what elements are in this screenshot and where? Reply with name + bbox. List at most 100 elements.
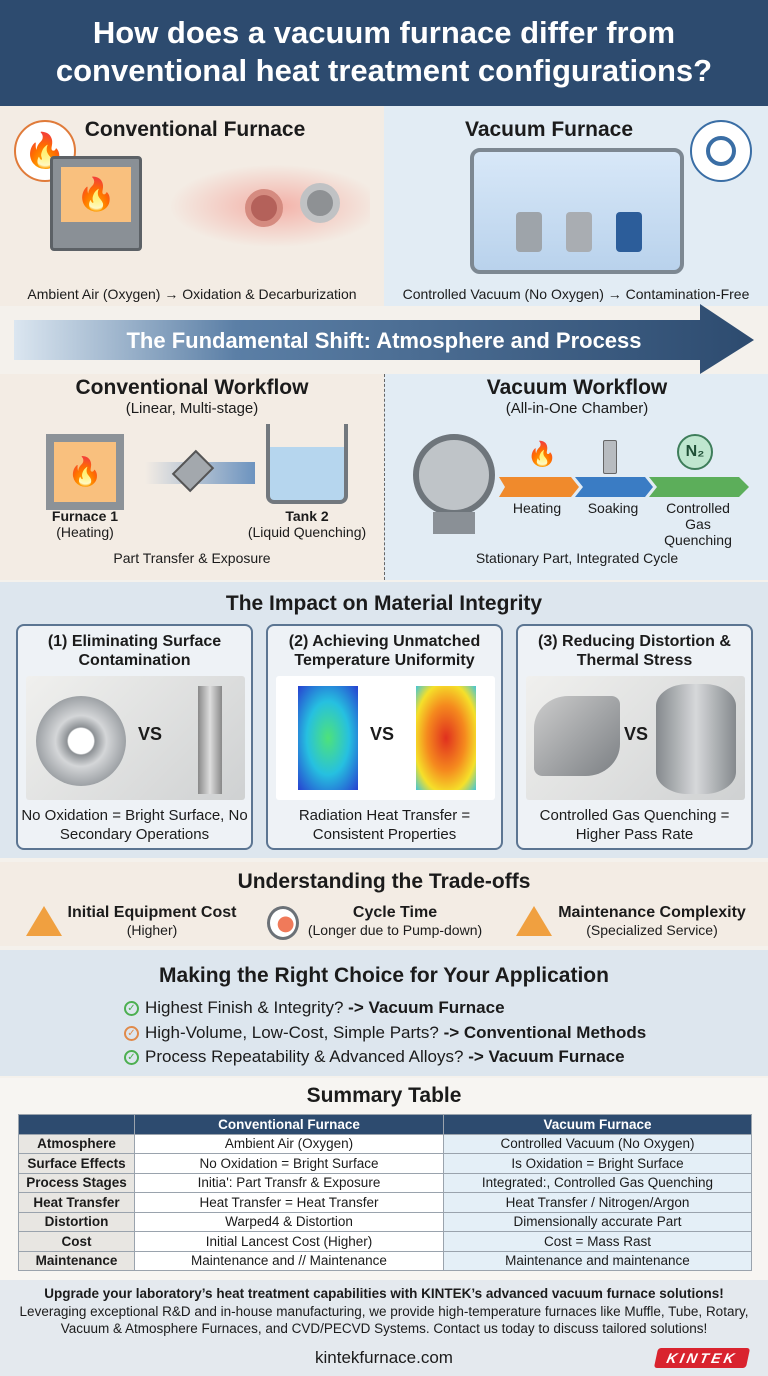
tank-sublabel: (Liquid Quenching) bbox=[247, 524, 367, 540]
tradeoff-label: Cycle Time bbox=[352, 904, 438, 921]
warped-part bbox=[534, 696, 620, 776]
vacuum-icon bbox=[690, 120, 752, 182]
stopwatch-icon bbox=[267, 906, 299, 940]
cell: Dimensionally accurate Part bbox=[443, 1211, 752, 1232]
oxidized-part bbox=[245, 189, 283, 227]
impact-section: The Impact on Material Integrity (1) Eli… bbox=[0, 582, 768, 858]
row-header: Distortion bbox=[18, 1211, 135, 1232]
step-soaking: Soaking bbox=[587, 500, 639, 516]
furnace-1-label: Furnace 1(Heating) bbox=[30, 508, 140, 540]
step-heating: Heating bbox=[512, 500, 562, 516]
vacuum-caption: Controlled Vacuum (No Oxygen) → Contamin… bbox=[402, 286, 750, 302]
row-header: Process Stages bbox=[18, 1172, 135, 1193]
choice-question: Process Repeatability & Advanced Alloys? bbox=[145, 1047, 464, 1066]
check-icon: ✓ bbox=[124, 1050, 139, 1066]
row-header: Atmosphere bbox=[18, 1133, 135, 1154]
vacuum-chamber-illustration bbox=[470, 148, 684, 274]
surface-comparison-photo: VS bbox=[26, 676, 245, 800]
tradeoff-sub: (Longer due to Pump-down) bbox=[307, 922, 483, 938]
cell: Is Oxidation = Bright Surface bbox=[443, 1153, 752, 1174]
row-header: Heat Transfer bbox=[18, 1192, 135, 1213]
card-title: (2) Achieving Unmatched Temperature Unif… bbox=[288, 633, 481, 669]
choice-item: ✓ Process Repeatability & Advanced Alloys… bbox=[124, 1045, 646, 1070]
cell: Ambient Air (Oxygen) bbox=[134, 1133, 444, 1154]
furnace-label: Furnace 1 bbox=[51, 508, 119, 524]
flame-icon: 🔥 bbox=[14, 120, 76, 182]
step-heating-shape bbox=[499, 477, 579, 497]
row-header: Maintenance bbox=[18, 1250, 135, 1271]
impact-title: The Impact on Material Integrity bbox=[225, 592, 543, 615]
cell: No Oxidation = Bright Surface bbox=[134, 1153, 444, 1174]
tank-label: Tank 2 bbox=[285, 508, 329, 524]
choice-answer: -> Vacuum Furnace bbox=[348, 998, 505, 1017]
vacuum-panel: Vacuum Furnace Controlled Vacuum (No Oxy… bbox=[384, 106, 768, 306]
warning-icon bbox=[26, 906, 62, 936]
part bbox=[566, 212, 592, 252]
conventional-workflow: Conventional Workflow (Linear, Multi-sta… bbox=[0, 374, 384, 580]
footer-body: Leveraging exceptional R&D and in-house … bbox=[19, 1304, 749, 1336]
tank-2-label: Tank 2(Liquid Quenching) bbox=[240, 508, 374, 540]
distortion-comparison-photo: VS bbox=[526, 676, 745, 800]
chamber-stand bbox=[433, 512, 475, 534]
shift-banner-text: The Fundamental Shift: Atmosphere and Pr… bbox=[126, 328, 642, 353]
nonuniform-thermal-map bbox=[416, 686, 476, 790]
choice-answer: -> Vacuum Furnace bbox=[468, 1047, 625, 1066]
card-caption: Radiation Heat Transfer = Consistent Pro… bbox=[298, 807, 471, 843]
vs-label: VS bbox=[138, 724, 163, 744]
cell: Integrated:, Controlled Gas Quenching bbox=[443, 1172, 752, 1193]
part-icon bbox=[603, 440, 617, 474]
arrow-shape bbox=[14, 304, 754, 374]
bright-part bbox=[36, 696, 126, 786]
choice-section: Making the Right Choice for Your Applica… bbox=[0, 950, 768, 1076]
choice-item: ✓Highest Finish & Integrity? -> Vacuum F… bbox=[124, 996, 646, 1021]
uniform-thermal-map bbox=[298, 686, 358, 790]
process-steps-arrow bbox=[499, 477, 749, 497]
conventional-title: Conventional Furnace bbox=[84, 118, 306, 141]
conventional-panel: 🔥 Conventional Furnace 🔥 Ambient Air (Ox… bbox=[0, 106, 384, 306]
step-soaking-shape bbox=[575, 477, 653, 497]
tradeoff-label: Initial Equipment Cost bbox=[67, 904, 237, 921]
cell: Controlled Vacuum (No Oxygen) bbox=[443, 1133, 752, 1154]
heat-waves-illustration bbox=[160, 161, 370, 251]
warning-icon bbox=[516, 906, 552, 936]
impact-card-uniformity: (2) Achieving Unmatched Temperature Unif… bbox=[266, 624, 503, 850]
tradeoff-sub: (Higher) bbox=[126, 922, 178, 938]
furnace-1-icon: 🔥 bbox=[46, 434, 124, 510]
accurate-part bbox=[656, 684, 736, 794]
cell: Maintenance and // Maintenance bbox=[134, 1250, 444, 1271]
furnace-sublabel: (Heating) bbox=[56, 524, 114, 540]
conventional-workflow-caption: Part Transfer & Exposure bbox=[113, 550, 271, 566]
choice-question: High-Volume, Low-Cost, Simple Parts? bbox=[145, 1022, 439, 1042]
card-title: (1) Eliminating Surface Contamination bbox=[47, 633, 222, 669]
conventional-caption: Ambient Air (Oxygen) → Oxidation & Decar… bbox=[27, 286, 357, 302]
vacuum-workflow-title: Vacuum Workflow bbox=[486, 376, 668, 399]
page-title: How does a vacuum furnace differ from co… bbox=[0, 0, 768, 106]
cell: Heat Transfer / Nitrogen/Argon bbox=[443, 1192, 752, 1213]
summary-title: Summary Table bbox=[306, 1084, 462, 1107]
check-icon: ✓ bbox=[124, 1025, 139, 1041]
cell: Maintenance and maintenance bbox=[443, 1250, 752, 1271]
flame-icon: 🔥 bbox=[527, 441, 557, 468]
row-header: Cost bbox=[18, 1231, 135, 1252]
website-link[interactable]: kintekfurnace.com bbox=[315, 1348, 453, 1367]
choice-item: ✓High-Volume, Low-Cost, Simple Parts? ->… bbox=[124, 1021, 646, 1046]
furnace-illustration: 🔥 bbox=[50, 156, 142, 251]
cell: Warped4 & Distortion bbox=[134, 1211, 444, 1232]
tradeoff-sub: (Specialized Service) bbox=[586, 922, 718, 938]
step-quench-shape bbox=[649, 477, 749, 497]
check-icon: ✓ bbox=[124, 1001, 139, 1017]
vacuum-workflow-subtitle: (All-in-One Chamber) bbox=[505, 400, 649, 417]
tradeoff-label: Maintenance Complexity bbox=[558, 904, 746, 921]
part bbox=[300, 183, 340, 223]
header-cell bbox=[18, 1114, 135, 1135]
conventional-workflow-title: Conventional Workflow bbox=[75, 376, 309, 399]
